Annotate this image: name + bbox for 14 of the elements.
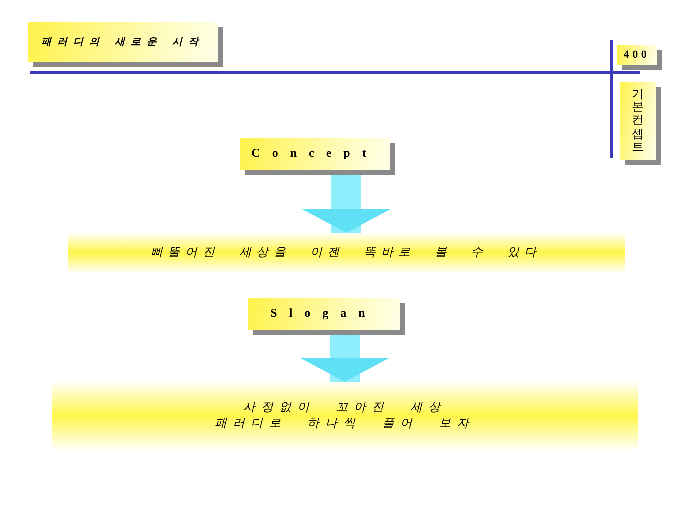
node-label: 삐뚤어진 세상을 이젠 똑바로 볼 수 있다 bbox=[150, 245, 542, 261]
vertical-label: 기본컨셉트 bbox=[632, 88, 644, 154]
node-label: 패러디의 새로운 시작 bbox=[42, 36, 204, 48]
heading-box bbox=[248, 298, 400, 330]
title-box bbox=[28, 22, 218, 62]
node-label: 400 bbox=[624, 48, 650, 62]
statement-band bbox=[68, 233, 625, 273]
node-label: Concept bbox=[252, 146, 378, 162]
heading-box bbox=[240, 138, 390, 170]
statement-band bbox=[52, 382, 638, 450]
page-number-box bbox=[617, 45, 657, 65]
node-label: Slogan bbox=[270, 306, 378, 322]
node-label: 사정없이 꼬아진 세상 패러디로 하나씩 풀어 보자 bbox=[214, 400, 476, 432]
section-tab bbox=[620, 82, 656, 160]
